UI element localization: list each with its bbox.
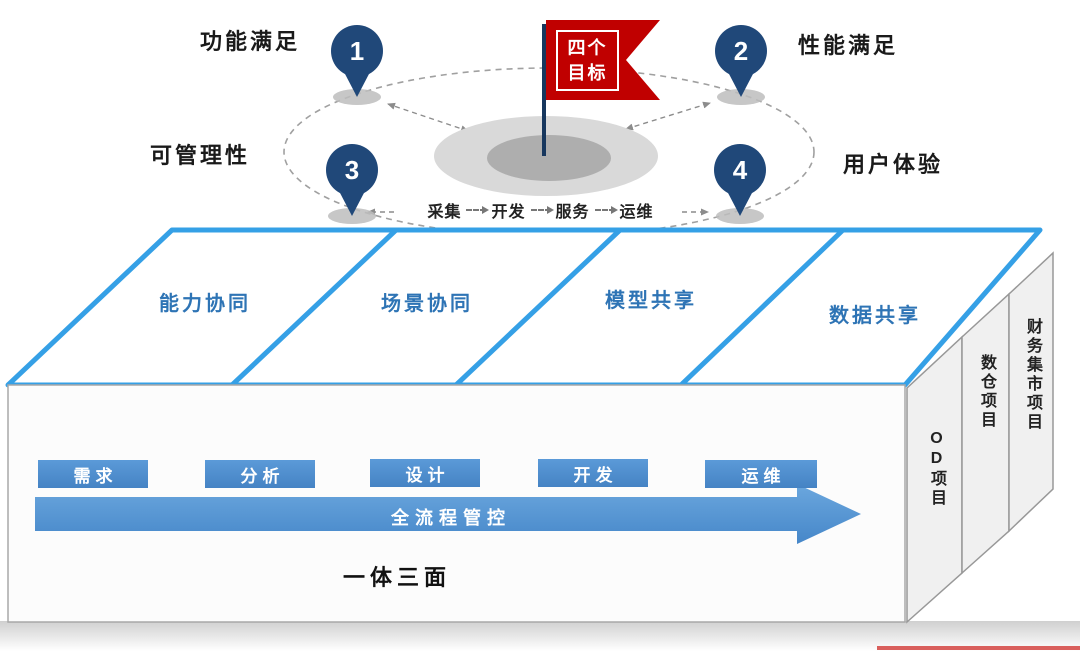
pin-3: 3 bbox=[326, 144, 378, 224]
panel-divider-3 bbox=[679, 228, 845, 387]
lifecycle-flow: 采集 开发 服务 运维 bbox=[388, 198, 693, 222]
pin-1-tail bbox=[344, 72, 370, 97]
process-button-analysis: 分析 bbox=[205, 460, 315, 488]
goal-label-performance: 性能满足 bbox=[798, 33, 899, 58]
process-button-ops: 运维 bbox=[705, 460, 817, 488]
connector-arrow-pin2 bbox=[625, 101, 711, 131]
goal-center-inner-ellipse bbox=[487, 135, 611, 181]
project-spine-finance bbox=[1008, 251, 1054, 533]
connector-arrow-pin1 bbox=[387, 102, 469, 133]
panel-label-capability: 能力协同 bbox=[159, 293, 251, 315]
panel-divider-1 bbox=[230, 228, 398, 387]
panel-label-scenario: 场景协同 bbox=[381, 293, 473, 315]
goals-flag bbox=[546, 20, 660, 100]
panel-label-data: 数据共享 bbox=[829, 305, 921, 327]
project-label-warehouse: 数仓项目 bbox=[978, 354, 995, 430]
bottom-red-line bbox=[877, 646, 1080, 650]
pin-3-number: 3 bbox=[345, 155, 359, 185]
panel-dividers bbox=[230, 228, 845, 387]
goal-label-manageability: 可管理性 bbox=[150, 143, 251, 168]
pin-4-head bbox=[714, 144, 766, 196]
pin-4-number: 4 bbox=[733, 155, 748, 185]
project-spines bbox=[906, 251, 1054, 624]
pin-2-head bbox=[715, 25, 767, 77]
flow-step-develop: 开发 bbox=[491, 204, 526, 221]
pin-3-tail bbox=[339, 191, 365, 216]
orbit-ellipse bbox=[283, 67, 815, 237]
project-spine-warehouse bbox=[961, 292, 1010, 575]
process-button-requirements: 需求 bbox=[38, 460, 148, 488]
project-label-od: OD项目 bbox=[928, 430, 945, 508]
pin-1: 1 bbox=[331, 25, 383, 105]
process-button-develop: 开发 bbox=[538, 459, 648, 487]
flow-step-collect: 采集 bbox=[427, 204, 462, 221]
flow-arrow-icon bbox=[466, 206, 490, 214]
flow-step-ops: 运维 bbox=[619, 204, 654, 221]
process-flow-arrow bbox=[35, 484, 861, 544]
pin-4: 4 bbox=[714, 144, 766, 224]
goal-label-function: 功能满足 bbox=[200, 29, 301, 54]
panel-label-model: 模型共享 bbox=[605, 290, 697, 312]
flow-step-service: 服务 bbox=[555, 204, 590, 221]
pin-1-head bbox=[331, 25, 383, 77]
panel-divider-2 bbox=[454, 228, 622, 387]
flow-arrow-icon bbox=[530, 206, 554, 214]
pin-1-number: 1 bbox=[350, 36, 364, 66]
flow-arrow-icon bbox=[594, 206, 618, 214]
project-label-finance: 财务集市项目 bbox=[1024, 318, 1041, 432]
goal-label-user-experience: 用户体验 bbox=[843, 152, 944, 177]
pin-2-number: 2 bbox=[734, 36, 748, 66]
process-button-design: 设计 bbox=[370, 459, 480, 487]
platform-caption: 一体三面 bbox=[342, 565, 451, 590]
goals-flag-text: 四个 目标 bbox=[556, 30, 619, 91]
pin-3-head bbox=[326, 144, 378, 196]
pin-2-tail bbox=[728, 72, 754, 97]
process-arrow-label: 全流程管控 bbox=[391, 508, 511, 528]
pin-4-tail bbox=[727, 191, 753, 216]
pin-2: 2 bbox=[715, 25, 767, 105]
